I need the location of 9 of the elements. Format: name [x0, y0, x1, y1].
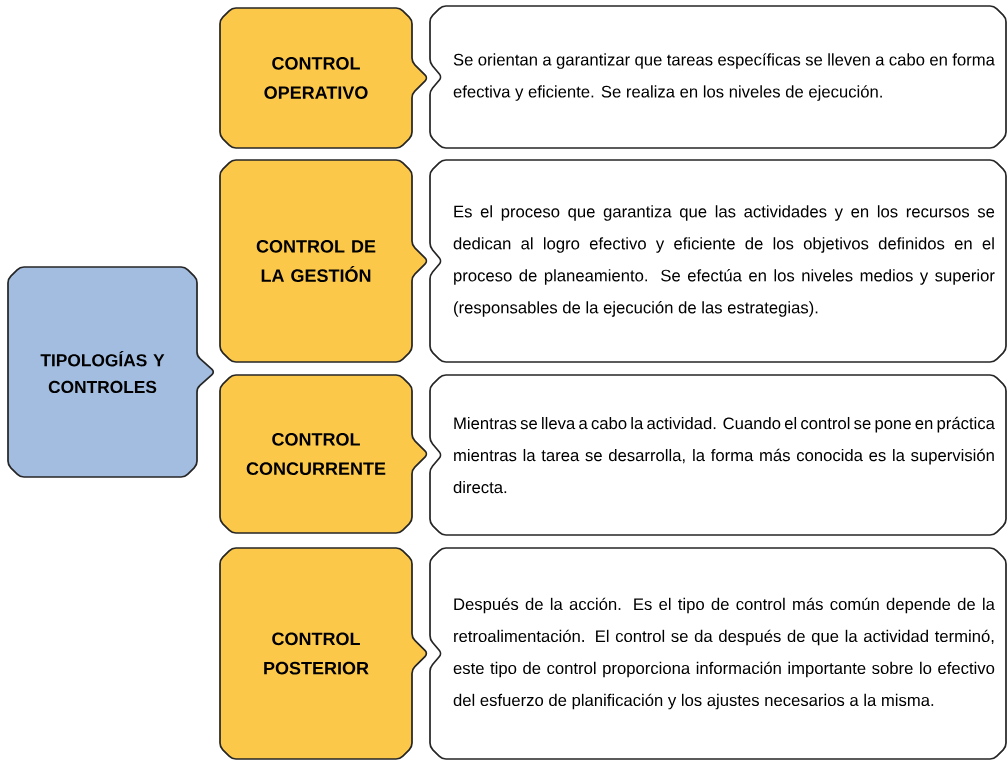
description-box: Es el proceso que garantiza que las actividades y en los recursos se dedican al logro efectivo y eficiente de los objetivos definidos en el proceso de planeamiento. Se efectúa en los niveles medios y superior (responsables de la ejecución de las estrategias).: [429, 159, 1007, 363]
description-box: Se orientan a garantizar que tareas específicas se lleven a cabo en forma efectiva y eficiente. Se realiza en los niveles de ejecución.: [429, 5, 1007, 149]
category-box: CONTROL POSTERIOR: [219, 547, 428, 760]
category-box: CONTROL DE LA GESTIÓN: [219, 159, 428, 363]
description-box: Mientras se lleva a cabo la actividad. Cuando el control se pone en práctica mientras la tarea se desarrolla, la forma más conocida es la supervisión directa.: [429, 374, 1007, 536]
topic-box: TIPOLOGÍAS Y CONTROLES: [7, 266, 215, 478]
category-box: CONTROL CONCURRENTE: [219, 374, 428, 534]
description-box: Después de la acción. Es el tipo de control más común depende de la retroalimentación. El control se da después de que la actividad terminó, este tipo de control proporciona información importante sobre lo efectivo del esfuerzo de planificación y los ajustes necesarios a la misma.: [429, 547, 1007, 760]
category-box: CONTROL OPERATIVO: [219, 7, 428, 149]
